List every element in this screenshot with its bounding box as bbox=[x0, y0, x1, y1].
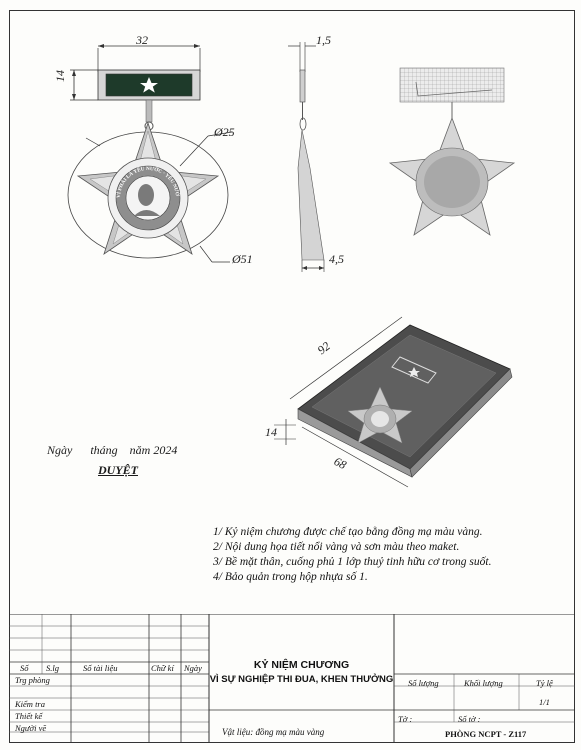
side-thickness-dim: 1,5 bbox=[316, 33, 331, 47]
back-pin-plate bbox=[399, 67, 505, 103]
tb-row-kiem-tra: Kiểm tra bbox=[15, 699, 45, 709]
side-ribbon bbox=[299, 69, 306, 103]
portrait-icon bbox=[138, 184, 154, 206]
medal-diameter-dim: Ø25 bbox=[214, 125, 235, 139]
side-medal-profile bbox=[297, 129, 325, 261]
front-view-drawing: VÌ PHÁI LÀ YÊU NƯỚC · YÊU NƯỚC THÌ PHẢI … bbox=[40, 28, 233, 263]
tb-ti-le: Tỷ lệ bbox=[536, 678, 553, 688]
drawing-title-line2: VÌ SỰ NGHIỆP THI ĐUA, KHEN THƯỞNG bbox=[209, 674, 394, 685]
tb-khoi-luong: Khối lượng bbox=[464, 678, 503, 688]
tb-col-so-tai-lieu: Số tài liệu bbox=[83, 663, 118, 673]
side-depth-dim: 4,5 bbox=[329, 252, 344, 266]
back-view-drawing bbox=[388, 67, 516, 236]
tb-scale-value: 1/1 bbox=[539, 697, 550, 707]
note-2: 2/ Nội dung họa tiết nổi vàng và sơn màu… bbox=[213, 541, 460, 553]
box-depth-dim: 14 bbox=[265, 425, 277, 439]
tb-col-slg: S.lg bbox=[46, 663, 59, 673]
tb-material: Vật liệu: đồng mạ màu vàng bbox=[222, 727, 325, 737]
box-length-dim-line bbox=[289, 316, 403, 400]
tb-so-to: Số tờ : bbox=[458, 714, 481, 724]
tb-row-thiet-ke: Thiết kế bbox=[15, 711, 43, 721]
tb-col-so: Số bbox=[20, 663, 29, 673]
technical-notes: 1/ Kỷ niệm chương được chế tạo bằng đồng… bbox=[213, 525, 553, 585]
box-width-dim-line bbox=[301, 426, 409, 488]
approval-title: DUYỆT bbox=[98, 463, 138, 477]
tb-row-trg-phong: Trg phòng bbox=[15, 675, 50, 685]
title-block-grid bbox=[9, 614, 575, 743]
note-4: 4/ Bảo quản trong hộp nhựa số 1. bbox=[213, 571, 368, 583]
tb-col-chu-ki: Chữ kí bbox=[151, 663, 174, 673]
tb-so-luong: Số lượng bbox=[408, 678, 439, 688]
note-3: 3/ Bề mặt thân, cuống phủ 1 lớp thuỷ tin… bbox=[213, 556, 492, 568]
ribbon-star-icon bbox=[140, 77, 158, 93]
tb-row-nguoi-ve: Người vẽ bbox=[15, 723, 47, 733]
note-1: 1/ Kỷ niệm chương được chế tạo bằng đồng… bbox=[213, 526, 483, 538]
tb-to: Tờ : bbox=[398, 714, 413, 724]
side-view-drawing bbox=[288, 42, 325, 272]
star-diameter-dim: Ø51 bbox=[232, 252, 253, 266]
tb-col-ngay: Ngày bbox=[184, 663, 202, 673]
ribbon-height-dim: 14 bbox=[53, 70, 67, 82]
drawing-title-line1: KỶ NIỆM CHƯƠNG bbox=[253, 659, 350, 671]
presentation-box-drawing bbox=[274, 316, 513, 488]
ribbon-width-dim: 32 bbox=[136, 33, 148, 47]
tb-department: PHÒNG NCPT - Z117 bbox=[445, 729, 527, 739]
approval-date: Ngày tháng năm 2024 bbox=[47, 443, 178, 457]
